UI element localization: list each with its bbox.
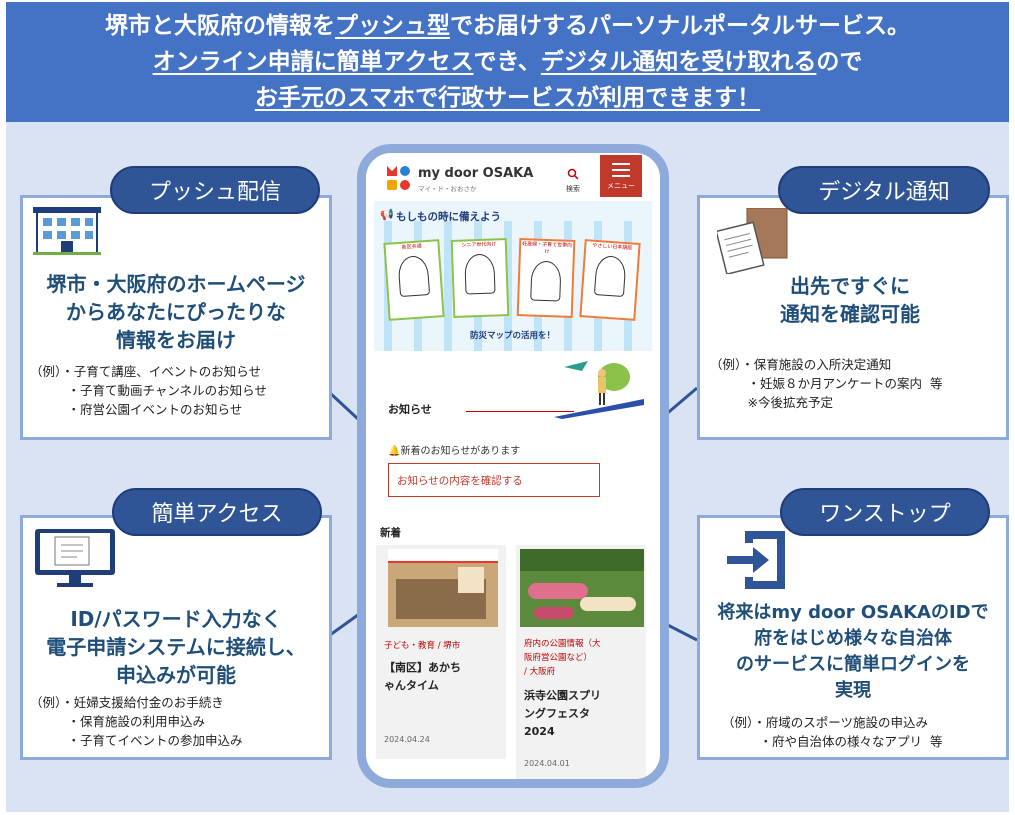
menu-button[interactable]: メニュー bbox=[600, 155, 642, 197]
hazard-map-card: 妊産婦・子育て世帯向け bbox=[516, 238, 576, 318]
monitor-icon bbox=[35, 529, 115, 587]
banner-text: 堺市と大阪府の情報を bbox=[105, 13, 335, 39]
hero-banner[interactable]: 📢 もしもの時に備えよう 各区共通 シニア世代向け 妊産婦・子育て世帯向け やさ… bbox=[374, 201, 652, 351]
check-news-label: お知らせの内容を確認する bbox=[397, 474, 523, 487]
app-header: my door OSAKA マイ・ド・おおさか 検索 メニュー bbox=[366, 153, 660, 201]
digital-headline: 出先ですぐに 通知を確認可能 bbox=[780, 274, 920, 326]
banner-line-3: お手元のスマホで行政サービスが利用できます！ bbox=[6, 80, 1009, 116]
push-pill: プッシュ配信 bbox=[110, 166, 320, 214]
digital-card bbox=[697, 195, 1009, 440]
article-card-2[interactable]: 府内の公園情報（大 阪府営公園など） / 大阪府 浜寺公園スプリ ングフェスタ … bbox=[516, 545, 646, 779]
onestop-card bbox=[697, 515, 1009, 760]
push-headline: 堺市・大阪府のホームページ からあなたにぴったりな 情報をお届け bbox=[46, 272, 306, 352]
push-examples: （例）・子育て講座、イベントのお知らせ ・子育て動画チャンネルのお知らせ ・府営… bbox=[30, 364, 267, 417]
banner-text-underlined: お手元のスマホで行政サービスが利用できます！ bbox=[254, 85, 761, 111]
news-alert-text: 新着のお知らせがあります bbox=[400, 446, 521, 457]
building-icon bbox=[33, 207, 101, 255]
banner-text-underlined: プッシュ型 bbox=[335, 13, 450, 39]
logo-text: my door OSAKA bbox=[418, 166, 534, 181]
check-news-button[interactable]: お知らせの内容を確認する bbox=[388, 463, 600, 497]
article-card-1[interactable]: 子ども・教育 / 堺市 【南区】あかち ゃんタイム 2024.04.24 bbox=[376, 545, 506, 759]
title-banner: 堺市と大阪府の情報をプッシュ型でお届けするパーソナルポータルサービス。 オンライ… bbox=[6, 2, 1009, 122]
access-examples: （例）・妊婦支援給付金のお手続き ・保育施設の利用申込み ・子育てイベントの参加… bbox=[30, 695, 243, 748]
banner-line-1: 堺市と大阪府の情報をプッシュ型でお届けするパーソナルポータルサービス。 bbox=[6, 8, 1009, 44]
access-headline: ID/パスワード入力なく 電子申請システムに接続し、 申込みが可能 bbox=[46, 607, 306, 687]
smartphone-mockup: my door OSAKA マイ・ド・おおさか 検索 メニュー 📢 もしもの時に… bbox=[357, 144, 669, 788]
article-1-category: 子ども・教育 / 堺市 bbox=[384, 641, 461, 651]
banner-text-underlined: デジタル通知を受け取れる bbox=[540, 49, 817, 75]
hamburger-icon bbox=[612, 163, 630, 177]
article-1-title: 【南区】あかち ゃんタイム bbox=[384, 661, 461, 692]
login-icon bbox=[727, 531, 785, 589]
onestop-examples: （例）・府域のスポーツ施設の申込み ・府や自治体の様々なアプリ 等 bbox=[722, 715, 943, 749]
hazard-map-card: やさしい日本語版 bbox=[579, 239, 641, 321]
news-section-title: お知らせ bbox=[388, 403, 432, 416]
documents-icon bbox=[717, 208, 788, 274]
hazard-map-card: シニア世代向け bbox=[450, 238, 510, 318]
article-2-thumbnail bbox=[520, 549, 644, 627]
article-2-date: 2024.04.01 bbox=[524, 759, 570, 768]
megaphone-icon: 📢 bbox=[380, 208, 394, 221]
digital-pill: デジタル通知 bbox=[778, 166, 990, 214]
article-2-category: 府内の公園情報（大 阪府営公園など） / 大阪府 bbox=[524, 639, 601, 677]
hero-title: もしもの時に備えよう bbox=[396, 211, 501, 223]
article-1-date: 2024.04.24 bbox=[384, 735, 430, 744]
banner-text: ので bbox=[816, 49, 863, 75]
hazard-map-card: 各区共通 bbox=[383, 239, 445, 321]
news-alert: 🔔新着のお知らせがあります bbox=[388, 442, 520, 457]
news-illustration bbox=[554, 361, 644, 419]
article-1-thumbnail bbox=[388, 549, 498, 627]
banner-line-2: オンライン申請に簡単アクセスでき、デジタル通知を受け取れるので bbox=[6, 44, 1009, 80]
onestop-headline: 将来はmy door OSAKAのIDで 府をはじめ様々な自治体 のサービスに簡… bbox=[717, 602, 989, 701]
search-button[interactable]: 検索 bbox=[562, 165, 584, 194]
access-pill: 簡単アクセス bbox=[112, 488, 322, 536]
logo-mark-icon bbox=[387, 166, 410, 190]
onestop-pill: ワンストップ bbox=[780, 488, 990, 536]
bell-icon: 🔔 bbox=[388, 446, 401, 457]
digital-examples: （例）・保育施設の入所決定通知 ・妊娠８か月アンケートの案内 等 ※今後拡充予定 bbox=[710, 357, 943, 410]
menu-label: メニュー bbox=[607, 182, 635, 190]
news-title-rule bbox=[466, 411, 574, 412]
banner-text-underlined: オンライン申請に簡単アクセス bbox=[152, 49, 474, 75]
banner-text: でお届けするパーソナルポータルサービス。 bbox=[450, 13, 910, 39]
search-icon bbox=[567, 168, 579, 180]
banner-text: でき、 bbox=[473, 49, 541, 75]
logo-subtext: マイ・ド・おおさか bbox=[418, 185, 477, 193]
search-label: 検索 bbox=[566, 185, 580, 193]
article-2-title: 浜寺公園スプリ ングフェスタ 2024 bbox=[524, 689, 601, 738]
new-articles-label: 新着 bbox=[380, 527, 401, 539]
hero-caption: 防災マップの活用を！ bbox=[470, 331, 556, 341]
